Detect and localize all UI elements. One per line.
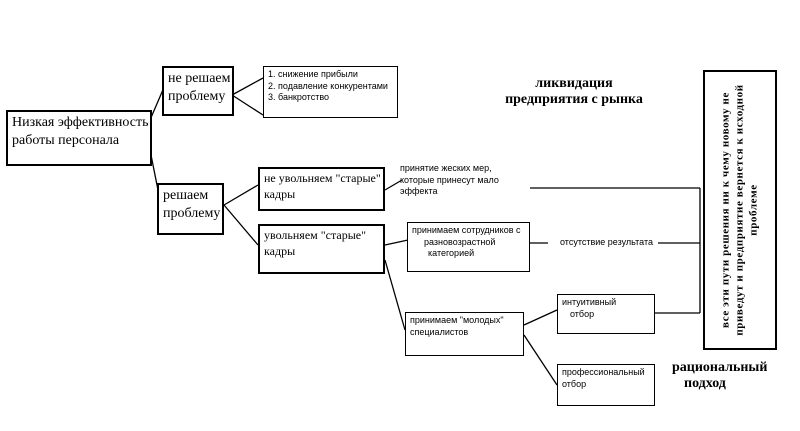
harsh-measures-text: принятие жеских мер, которые принесут ма… [400, 163, 535, 198]
no-fire-box: не увольняем "старые" кадры [258, 167, 385, 211]
fire-box: увольняем "старые" кадры [258, 224, 385, 274]
conclusion-box: все эти пути решения ни к чему новому не… [703, 70, 777, 350]
not-solving-box: не решаем проблему [162, 66, 234, 116]
consequence-item: 2. подавление конкурентами [268, 80, 388, 91]
intuitive-line-1: интуитивный [562, 297, 617, 307]
hire-young-line-2: специалистов [410, 326, 469, 337]
consequence-item: 1. снижение прибыли [268, 69, 358, 79]
hire-young-box: принимаем "молодых" специалистов [405, 312, 524, 356]
rational-line-1: рациональный [672, 360, 768, 375]
liquidation-label: ликвидация предприятия с рынка [503, 76, 645, 108]
hire-varied-line-1: принимаем сотрудников с [412, 225, 521, 235]
solving-line-1: решаем [163, 188, 209, 203]
rational-line-2: подход [684, 376, 726, 392]
liquidation-line-1: ликвидация [535, 76, 613, 91]
hire-young-line-1: принимаем "молодых" [410, 315, 504, 325]
root-line-1: Низкая эффективность [12, 115, 149, 130]
not-solving-line-2: проблему [168, 89, 226, 105]
solving-box: решаем проблему [157, 183, 224, 235]
liquidation-line-2: предприятия с рынка [505, 92, 643, 108]
harsh-line-3: эффекта [400, 186, 438, 197]
no-fire-line-2: кадры [264, 186, 296, 201]
professional-line-1: профессиональный [562, 367, 645, 377]
not-solving-line-1: не решаем [168, 71, 231, 86]
no-fire-line-1: не увольняем "старые" [264, 171, 381, 185]
rational-approach-label: рациональный подход [672, 360, 792, 392]
consequence-item: 3. банкротство [268, 92, 330, 103]
conclusion-text: все эти пути решения ни к чему новому не… [719, 84, 759, 336]
consequences-box: 1. снижение прибыли 2. подавление конкур… [263, 66, 398, 118]
professional-box: профессиональный отбор [557, 364, 655, 406]
hire-varied-line-3: категорией [428, 248, 475, 259]
fire-line-2: кадры [264, 243, 296, 258]
hire-varied-box: принимаем сотрудников с разновозрастной … [407, 222, 530, 272]
solving-line-2: проблему [163, 206, 221, 222]
root-box: Низкая эффективность работы персонала [6, 110, 152, 166]
no-result-text: отсутствие результата [560, 237, 654, 247]
harsh-line-1: принятие жеских мер, [400, 163, 492, 173]
intuitive-line-2: отбор [570, 308, 595, 319]
harsh-line-2: которые принесут мало [400, 174, 499, 185]
professional-line-2: отбор [562, 378, 587, 389]
root-line-2: работы персонала [12, 133, 120, 149]
intuitive-box: интуитивный отбор [557, 294, 655, 334]
hire-varied-line-2: разновозрастной [424, 236, 496, 247]
fire-line-1: увольняем "старые" [264, 228, 366, 242]
